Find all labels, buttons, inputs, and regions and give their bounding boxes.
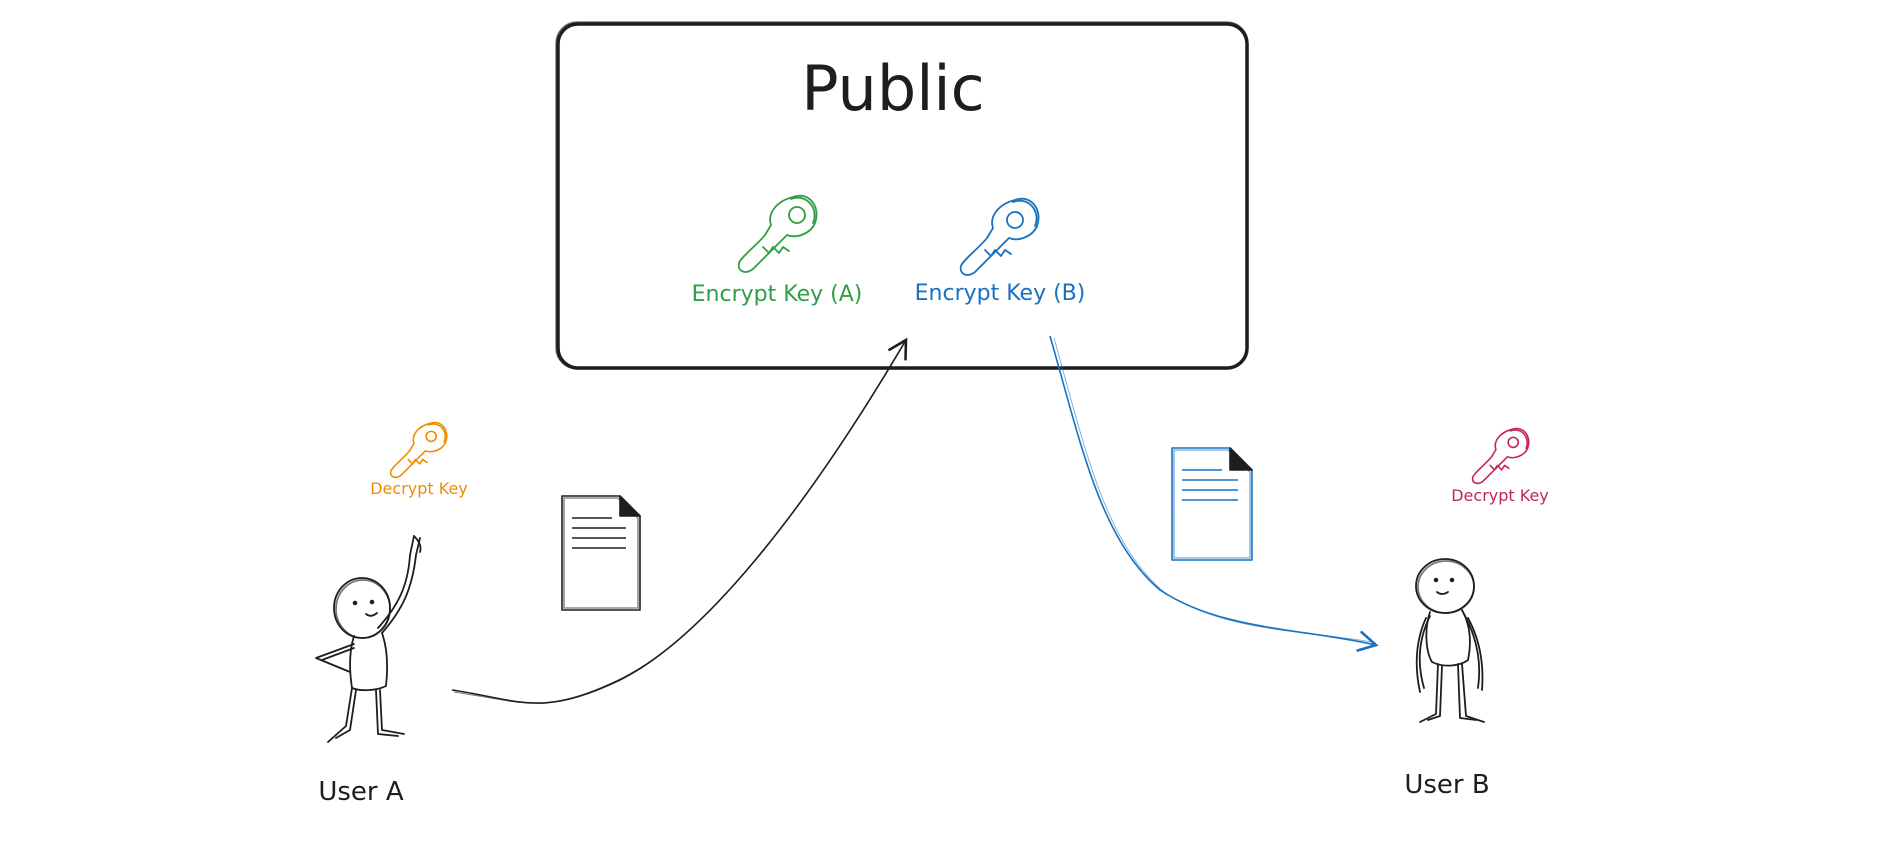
public-box-title: Public [801, 52, 985, 125]
user-b: Decrypt Key User B [1050, 336, 1549, 800]
encrypt-key-b: Encrypt Key (B) [915, 199, 1086, 306]
user-b-figure [1416, 559, 1484, 722]
user-a-document-icon [562, 496, 640, 610]
user-a-decrypt-key-icon [391, 423, 447, 478]
user-b-name: User B [1404, 770, 1489, 800]
encrypt-key-a-label: Encrypt Key (A) [692, 282, 863, 307]
user-a-figure [316, 536, 421, 742]
user-b-decrypt-key-label: Decrypt Key [1451, 486, 1549, 505]
user-b-document-icon [1172, 448, 1252, 560]
user-a-name: User A [318, 777, 404, 807]
encrypt-key-b-icon [961, 199, 1039, 275]
user-b-decrypt-key-icon [1473, 429, 1529, 484]
user-a: Decrypt Key User A [316, 340, 906, 807]
user-a-decrypt-key-label: Decrypt Key [370, 479, 468, 498]
arrow-user-a-to-public [452, 340, 906, 703]
encrypt-key-a: Encrypt Key (A) [692, 196, 863, 307]
public-box: Public Encrypt Key (A) Encrypt Key (B) [556, 22, 1248, 369]
encrypt-key-b-label: Encrypt Key (B) [915, 281, 1086, 306]
encrypt-key-a-icon [739, 196, 817, 272]
